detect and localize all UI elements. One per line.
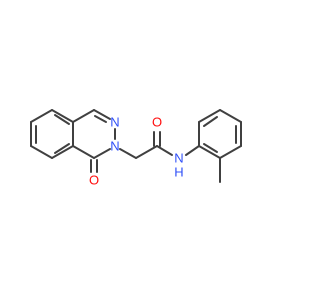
- bond: [156, 145, 173, 156]
- bond: [72, 109, 95, 123]
- atom-o-amide: O: [152, 115, 162, 130]
- bond: [135, 145, 158, 159]
- bond-inner: [203, 116, 218, 127]
- benzo-ring: [30, 109, 74, 159]
- bond: [119, 148, 137, 159]
- molecule-structure: N N O O N H: [30, 109, 242, 188]
- bond: [185, 145, 200, 156]
- bond: [219, 145, 242, 159]
- bond: [30, 109, 53, 123]
- bond: [51, 145, 74, 159]
- bond-inner: [54, 143, 70, 154]
- tolyl-ring: [198, 109, 242, 183]
- bond: [93, 148, 111, 159]
- amide-linker: [119, 131, 200, 159]
- bond: [93, 109, 111, 120]
- bond-inner: [203, 143, 218, 153]
- atom-n-ring-2: N: [110, 139, 119, 154]
- bond-inner: [54, 114, 70, 125]
- atom-h-amide: H: [174, 165, 183, 180]
- atom-n-ring-1: N: [110, 115, 119, 130]
- atom-o-lactam: O: [89, 173, 99, 188]
- atom-n-amide: N: [174, 151, 183, 166]
- diazine-ring: [72, 109, 116, 173]
- bond: [30, 145, 53, 159]
- bond: [198, 145, 221, 159]
- bond: [72, 145, 95, 159]
- bond-inner: [94, 115, 107, 123]
- bond: [219, 109, 242, 123]
- bond: [51, 109, 74, 123]
- bond: [198, 109, 221, 123]
